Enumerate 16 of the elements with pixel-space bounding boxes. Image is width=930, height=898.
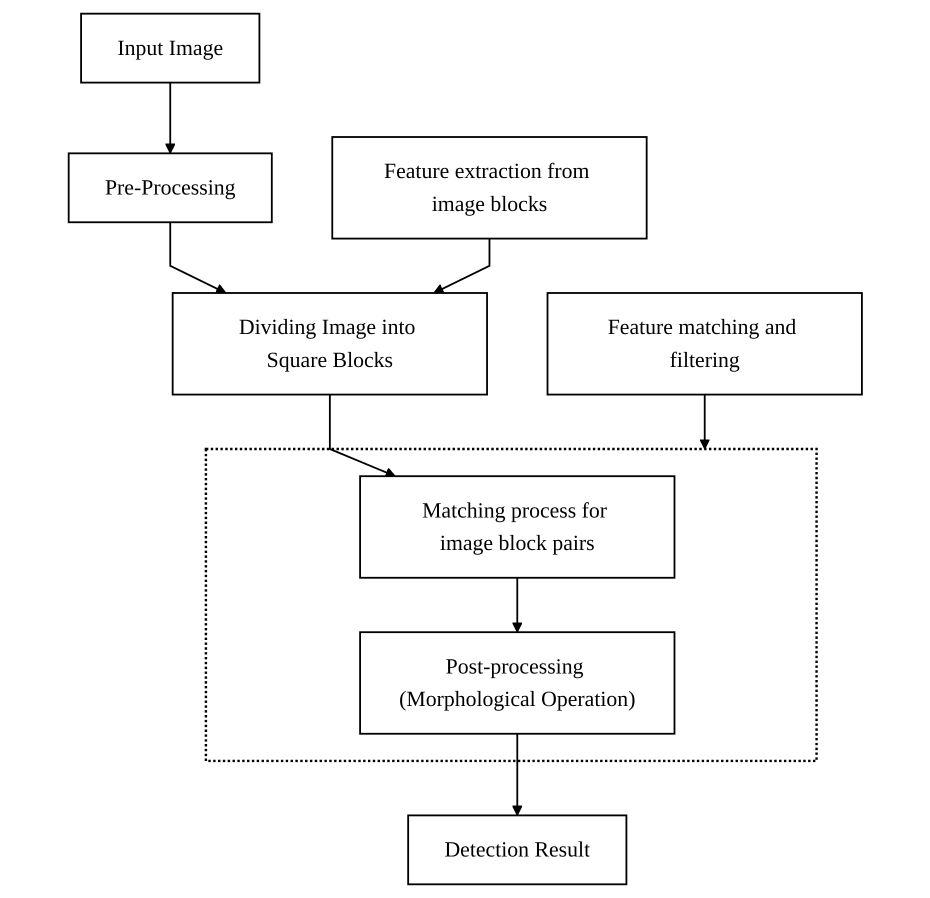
arrow [164, 82, 176, 154]
node-box: Feature matching and filtering [546, 292, 863, 396]
cluster [204, 448, 818, 762]
arrow [169, 222, 226, 294]
node-box: Dividing Image into Square Blocks [171, 292, 488, 396]
arrow [512, 578, 522, 633]
node-box: Pre-Processing [67, 152, 272, 224]
node-box: Post-processing (Morphological Operation) [358, 631, 676, 735]
node-box: Input Image [80, 12, 260, 84]
arrow [328, 394, 396, 478]
arrow [699, 394, 710, 450]
node-box: Detection Result [406, 814, 628, 886]
node-box: Matching process for image block pairs [358, 475, 676, 579]
node-box: Feature extraction from image blocks [331, 136, 648, 240]
arrow [512, 734, 522, 816]
arrow [433, 238, 490, 294]
